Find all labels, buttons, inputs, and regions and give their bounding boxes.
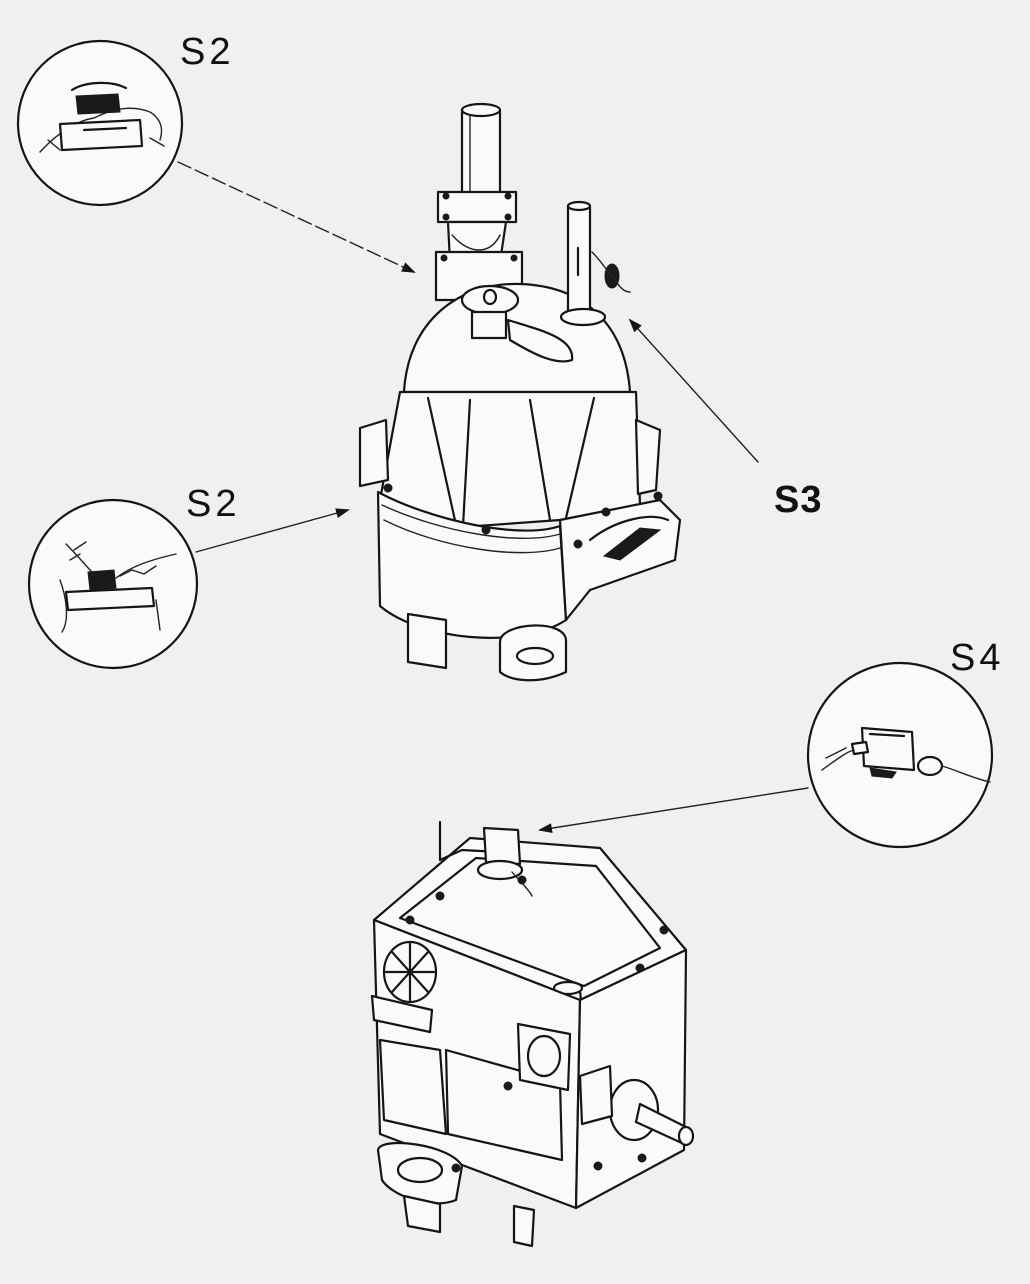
leader-arrow-s4 bbox=[538, 787, 809, 834]
callout-s2-top: S2 bbox=[16, 31, 416, 273]
upper-assembly bbox=[358, 102, 682, 682]
detail-seal-s4 bbox=[821, 726, 991, 783]
callout-s2-mid: S2 bbox=[27, 483, 350, 670]
callout-s3: S3 bbox=[628, 318, 822, 521]
callout-label-s2-top: S2 bbox=[180, 31, 234, 73]
lower-assembly bbox=[370, 820, 695, 1248]
callout-label-s3: S3 bbox=[774, 479, 822, 521]
callout-s4: S4 bbox=[538, 637, 1004, 849]
detail-seal-s2-mid bbox=[59, 541, 177, 633]
leader-arrow-s2-top bbox=[177, 161, 416, 273]
callout-label-s4: S4 bbox=[950, 637, 1004, 679]
leader-arrow-s2-mid bbox=[195, 508, 350, 553]
leader-arrow-s3 bbox=[628, 318, 759, 463]
detail-seal-s2-top bbox=[39, 81, 165, 153]
callout-label-s2-mid: S2 bbox=[186, 483, 240, 525]
